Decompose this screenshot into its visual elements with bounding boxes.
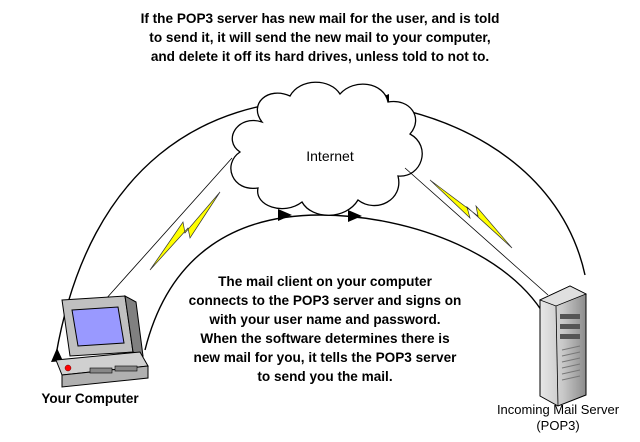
internet-label: Internet	[306, 148, 354, 164]
mail-server-label: Incoming Mail Server (POP3)	[496, 402, 620, 433]
server-behavior-note: If the POP3 server has new mail for the …	[140, 11, 500, 64]
arrowhead-inner-1	[278, 209, 292, 221]
internet-cloud	[230, 81, 423, 216]
arrowhead-inner-2	[348, 210, 362, 222]
connector-server	[404, 167, 549, 296]
lightning-right-icon	[429, 179, 513, 249]
connector-computer	[104, 157, 233, 301]
lightning-left-icon	[149, 191, 221, 271]
your-computer-label: Your Computer	[41, 391, 139, 406]
arrowhead-outer-3	[51, 348, 63, 362]
computer-icon	[55, 295, 149, 388]
server-icon	[538, 285, 587, 407]
client-behavior-note: The mail client on your computer connect…	[188, 274, 462, 384]
